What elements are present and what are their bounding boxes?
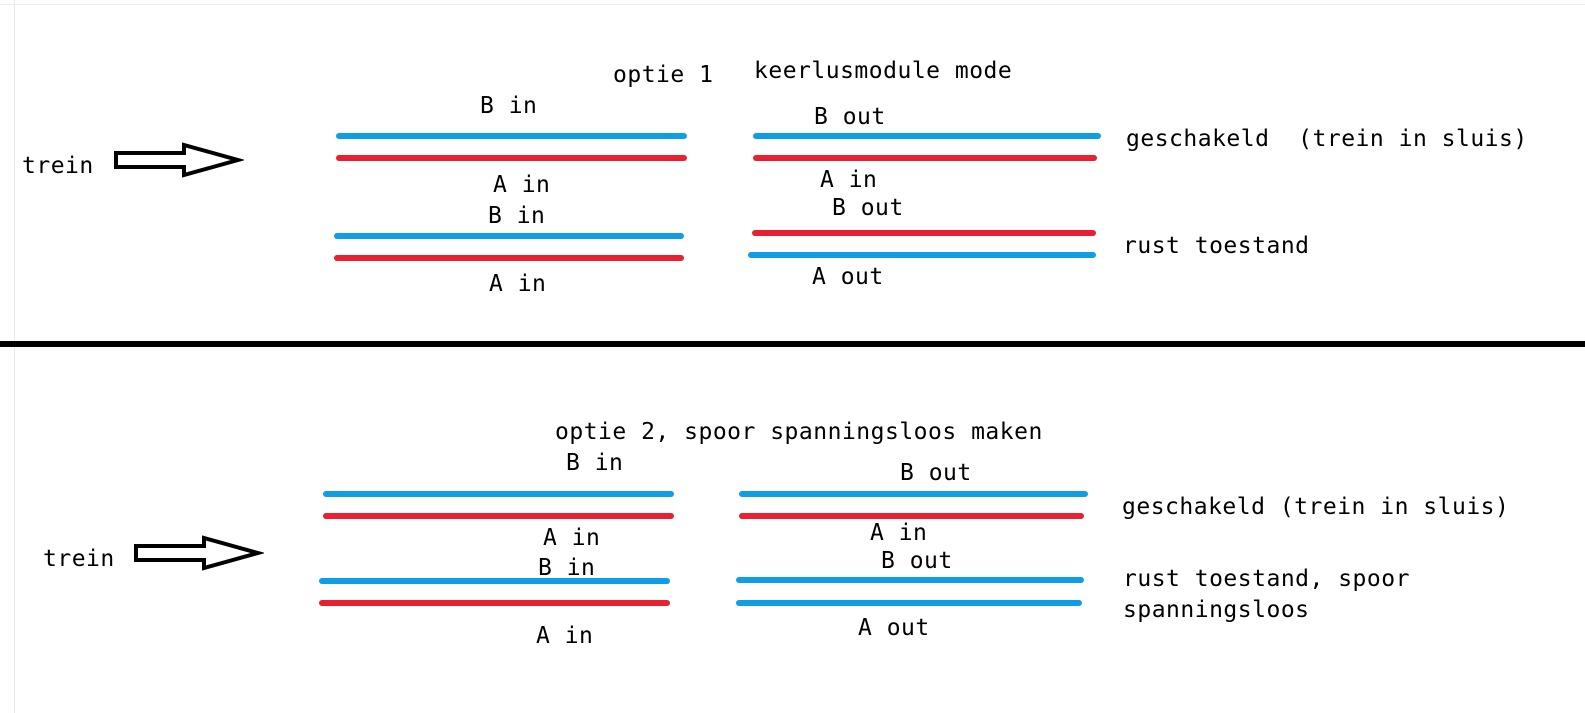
option2-train-label: trein xyxy=(43,546,115,572)
left-edge xyxy=(14,0,15,713)
option2-left-bottom-a-label: A in xyxy=(536,623,594,649)
option2-left-top-a-label: A in xyxy=(543,525,601,551)
option1-mode-label: keerlusmodule mode xyxy=(754,58,1013,84)
option1-title: optie 1 xyxy=(613,62,714,88)
option2-left-bottom-blue-rail xyxy=(319,578,670,584)
option2-right-top-a-label: A in xyxy=(870,520,928,546)
option1-right-top-b-label: B out xyxy=(814,104,886,130)
option2-right-top-red-rail xyxy=(739,513,1084,519)
option1-train-arrow-icon xyxy=(114,142,244,178)
option1-left-top-blue-rail xyxy=(336,133,687,139)
option2-right-top-b-label: B out xyxy=(900,460,972,486)
option1-left-top-red-rail xyxy=(336,155,687,161)
option1-left-bottom-b-label: B in xyxy=(488,203,546,229)
option1-left-bottom-a-label: A in xyxy=(489,271,547,297)
option1-right-top-red-rail xyxy=(753,155,1097,161)
top-edge xyxy=(0,4,1585,5)
option1-state-rest: rust toestand xyxy=(1123,233,1310,259)
option1-left-top-b-label: B in xyxy=(480,93,538,119)
option2-left-top-b-label: B in xyxy=(566,450,624,476)
option2-left-top-blue-rail xyxy=(323,491,674,497)
option1-left-top-a-label: A in xyxy=(493,172,551,198)
option1-right-bottom-blue-rail xyxy=(748,252,1096,258)
option1-right-top-blue-rail xyxy=(753,133,1101,139)
section-divider xyxy=(0,341,1585,347)
option2-right-bottom-blue-rail-2 xyxy=(736,600,1082,606)
option1-right-bottom-red-rail xyxy=(752,230,1096,236)
option1-right-bottom-a-label: A out xyxy=(812,264,884,290)
option1-left-bottom-red-rail xyxy=(334,255,684,261)
option1-train-label: trein xyxy=(22,153,94,179)
option1-state-switched: geschakeld (trein in sluis) xyxy=(1126,126,1528,152)
option2-state-rest-line2: spanningsloos xyxy=(1123,597,1310,623)
option2-left-top-red-rail xyxy=(323,513,674,519)
option2-right-bottom-blue-rail-1 xyxy=(736,577,1084,583)
option2-state-switched: geschakeld (trein in sluis) xyxy=(1122,494,1510,520)
option1-right-bottom-b-label: B out xyxy=(832,195,904,221)
option2-train-arrow-icon xyxy=(134,535,264,571)
option1-right-top-a-label: A in xyxy=(820,167,878,193)
option1-left-bottom-blue-rail xyxy=(334,233,684,239)
option2-title: optie 2, spoor spanningsloos maken xyxy=(555,419,1043,445)
option2-right-bottom-a-label: A out xyxy=(858,615,930,641)
option2-right-bottom-b-label: B out xyxy=(881,548,953,574)
option2-left-bottom-b-label: B in xyxy=(538,555,596,581)
option2-left-bottom-red-rail xyxy=(319,600,670,606)
option2-state-rest-line1: rust toestand, spoor xyxy=(1123,566,1410,592)
option2-right-top-blue-rail xyxy=(739,491,1088,497)
